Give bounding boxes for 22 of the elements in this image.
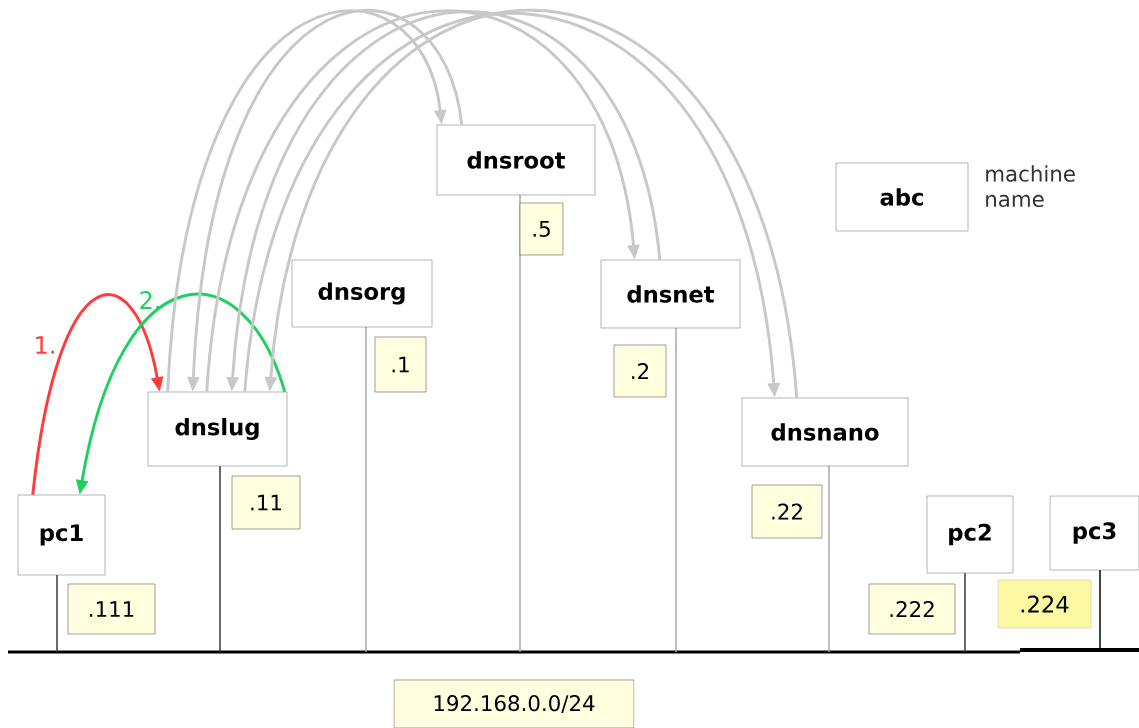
machine-box: dnsnano [741, 397, 909, 467]
address-box: 192.168.0.0/24 [393, 679, 635, 728]
machine-box: pc3 [1049, 495, 1139, 571]
key-label: machine name [986, 165, 1075, 208]
address-box: .1 [374, 336, 427, 393]
address-box: .222 [868, 583, 956, 635]
key-box: abc [835, 162, 969, 232]
address-box: .11 [231, 475, 301, 530]
machine-box: pc2 [926, 495, 1014, 574]
address-box: .111 [67, 583, 156, 635]
address-box: .224 [997, 579, 1092, 629]
machine-box: dnsorg [291, 259, 433, 328]
address-box: .22 [751, 484, 823, 539]
address-box: .2 [613, 344, 667, 398]
machine-box: pc1 [17, 494, 106, 576]
machine-box: dnslug [147, 391, 288, 467]
machine-box: dnsroot [436, 124, 596, 196]
machine-box: dnsnet [600, 259, 741, 329]
arrow [31, 293, 164, 495]
address-box: .5 [519, 202, 564, 256]
edge-label: 1. [36, 336, 54, 354]
edge-label: 2. [140, 291, 159, 309]
